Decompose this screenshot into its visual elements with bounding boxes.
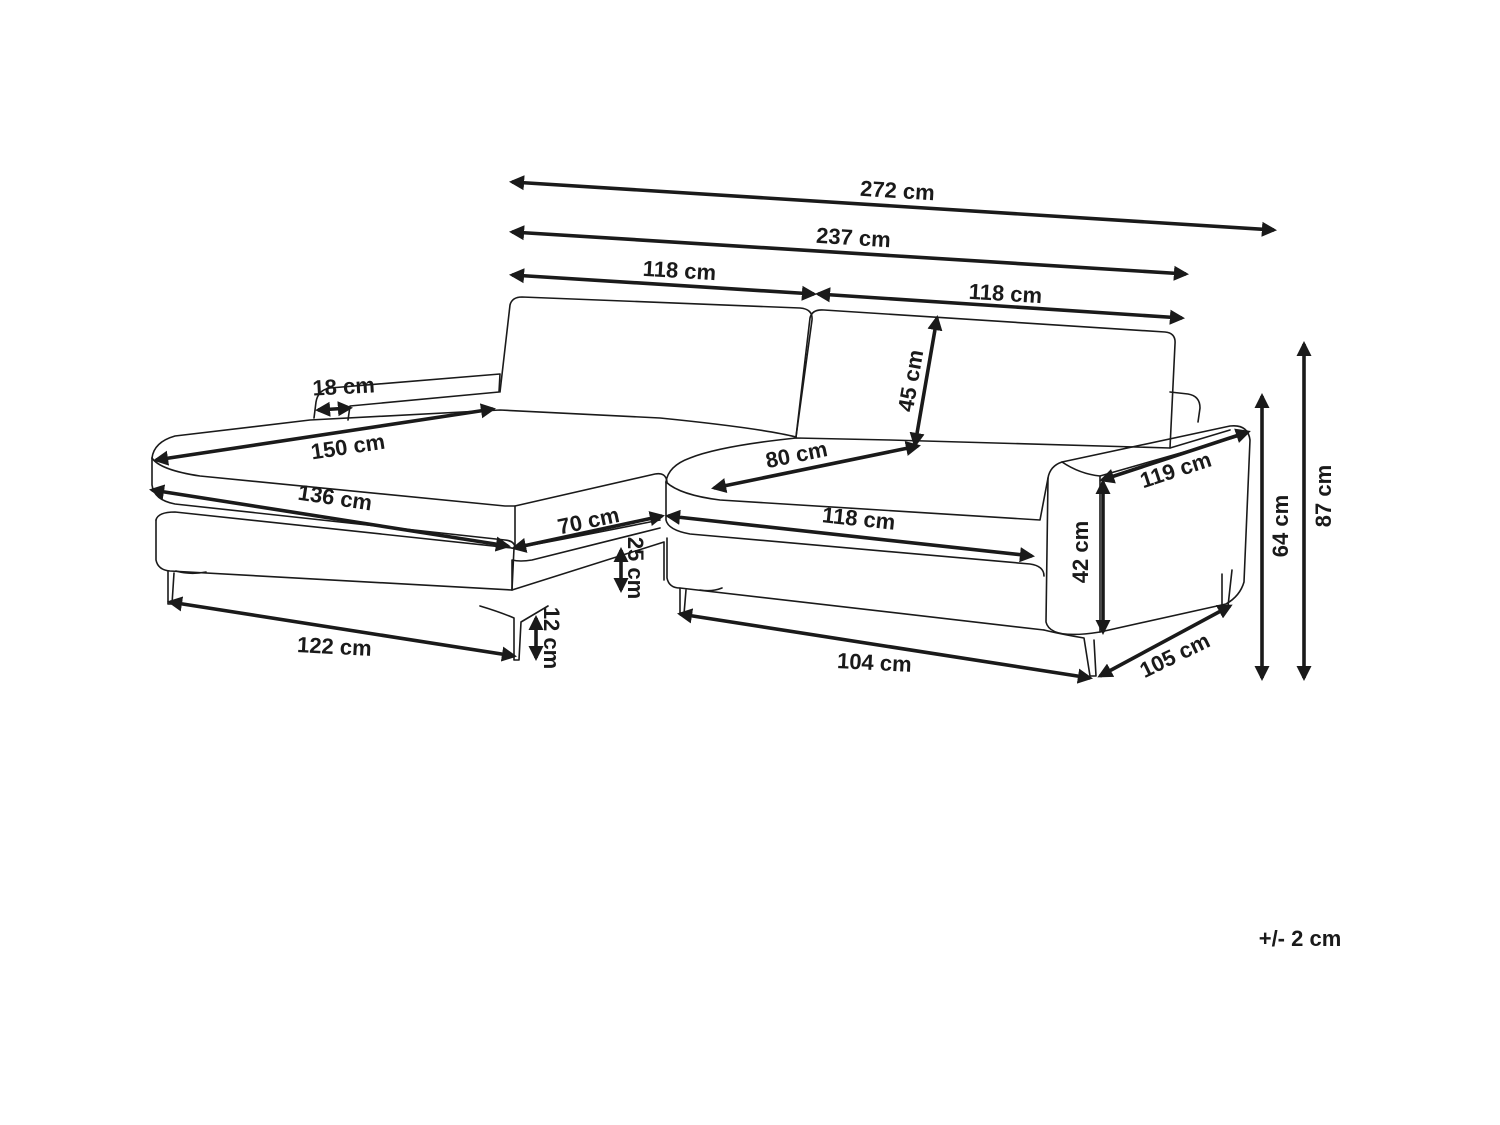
dim-arrow-104	[677, 608, 1093, 684]
main-leg-front	[1043, 629, 1097, 677]
label-seat-height-gap: 25 cm	[623, 537, 648, 599]
dim-arrow-45	[909, 315, 943, 448]
chaise-seat-cushion	[151, 409, 797, 459]
dim-arrow-237	[508, 225, 1190, 281]
label-chaise-base-length: 122 cm	[296, 632, 372, 661]
dim-arrow-119	[1099, 428, 1251, 484]
label-seat-height: 64 cm	[1268, 495, 1293, 557]
label-back-length: 237 cm	[815, 223, 891, 253]
label-chaise-front-length: 136 cm	[296, 480, 374, 516]
label-chaise-armrest-width: 18 cm	[312, 372, 376, 400]
label-overall-length: 272 cm	[859, 176, 935, 206]
label-seat-front-length: 118 cm	[821, 502, 897, 535]
dim-arrow-122	[167, 596, 517, 662]
dimension-arrows	[149, 175, 1312, 684]
label-total-height: 87 cm	[1311, 465, 1336, 527]
main-seat-cushion	[665, 429, 1231, 483]
label-back-section-right: 118 cm	[968, 279, 1043, 308]
dim-arrow-105	[1097, 604, 1233, 678]
dim-arrow-150	[153, 403, 496, 466]
right-back-cushion	[795, 309, 1176, 449]
dim-arrow-118-left	[508, 268, 818, 301]
dim-arrow-118-right	[814, 287, 1186, 325]
tolerance-note: +/- 2 cm	[1259, 926, 1342, 951]
dim-arrow-80	[711, 441, 921, 493]
dim-arrow-272	[508, 175, 1278, 237]
chaise-base	[155, 519, 515, 591]
chaise-leg-left	[167, 570, 175, 605]
dim-arrow-70	[511, 511, 665, 553]
label-base-length: 104 cm	[836, 648, 912, 677]
dim-arrow-18	[314, 401, 354, 417]
label-armrest-height: 42 cm	[1068, 521, 1093, 583]
dim-arrow-136	[149, 484, 511, 552]
chaise-back-armrest	[313, 373, 501, 421]
dim-arrow-118-front	[664, 509, 1036, 563]
left-back-cushion	[499, 296, 813, 438]
label-leg-height: 12 cm	[539, 607, 564, 669]
label-back-section-left: 118 cm	[642, 256, 717, 285]
